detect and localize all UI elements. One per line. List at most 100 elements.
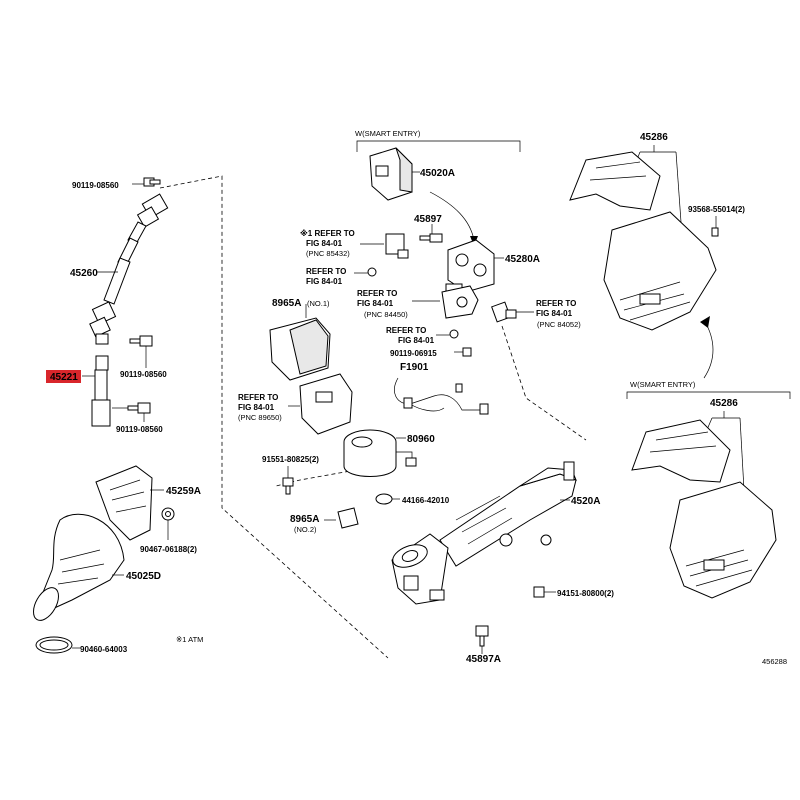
highlight-box-45221 <box>46 370 81 383</box>
label-clip-90467: 90467-06188(2) <box>140 545 197 554</box>
column-4520a-part[interactable] <box>390 461 577 605</box>
bolt-90119-06915-part[interactable] <box>462 347 472 357</box>
arrow-to-bracket <box>429 191 475 241</box>
label-smart-entry-top: W(SMART ENTRY) <box>355 129 421 138</box>
label-bolt-mid: 90119-08560 <box>120 370 167 379</box>
label-oring-44166: 44166-42010 <box>402 496 450 505</box>
ref6-line3: (PNC 89650) <box>238 413 282 422</box>
label-shaft-45221[interactable]: 45221 <box>50 372 78 383</box>
label-diagram-id: 456288 <box>762 657 787 666</box>
ref6-line1: REFER TO <box>238 393 278 402</box>
label-boot-45259a: 45259A <box>166 486 201 497</box>
label-motor-80960: 80960 <box>407 434 435 445</box>
ref3-line1: REFER TO <box>357 289 397 298</box>
ref1-line2: FIG 84-01 <box>306 239 343 248</box>
bolt-94151-part[interactable] <box>533 586 545 598</box>
label-screw-91551: 91551-80825(2) <box>262 455 319 464</box>
label-atm-note: ※1 ATM <box>176 635 203 644</box>
refer-note-84450: REFER TO FIG 84-01 (PNC 84450) <box>357 289 440 319</box>
label-bracket-8965a: 8965A <box>290 514 319 525</box>
label-bolt-low: 90119-08560 <box>116 425 163 434</box>
label-smart-entry-bottom: W(SMART ENTRY) <box>630 380 696 389</box>
screw-93568-part[interactable] <box>711 227 719 237</box>
label-bolt-45897a: 45897A <box>466 654 501 665</box>
label-harness-f1901: F1901 <box>400 362 429 373</box>
label-cover-45286-top: 45286 <box>640 132 668 143</box>
bolt-top-part[interactable] <box>143 177 161 187</box>
module-89650-part[interactable] <box>299 373 353 435</box>
bracket-smart-entry-bottom <box>626 391 791 399</box>
ref1-line1: ※1 REFER TO <box>300 228 355 238</box>
ref4-line2: FIG 84-01 <box>536 309 573 318</box>
label-bracket-8965a-no: (NO.2) <box>294 525 317 534</box>
ref4-line3: (PNC 84052) <box>537 320 581 329</box>
cover-45286-bottom-upper-shell[interactable] <box>631 419 731 483</box>
smart-entry-top-group: W(SMART ENTRY) 45020A <box>355 129 521 246</box>
cover-45286-bottom-lower-shell[interactable] <box>669 481 777 599</box>
seal-45025d-part[interactable] <box>28 513 125 624</box>
clamp-90460-part[interactable] <box>35 636 73 654</box>
label-cover-8965a: 8965A <box>272 298 301 309</box>
harness-f1901-part[interactable] <box>394 377 489 415</box>
label-bolt-90119-06915: 90119-06915 <box>390 349 437 358</box>
clip-90467-part[interactable] <box>161 507 175 521</box>
intermediate-shaft-group: 90119-08560 45260 90119-08560 <box>46 177 169 434</box>
connector-85432-part[interactable] <box>385 233 409 259</box>
ref5-line1: REFER TO <box>386 326 426 335</box>
ref4-line1: REFER TO <box>536 299 576 308</box>
refer-note-84052: REFER TO FIG 84-01 (PNC 84052) <box>516 299 581 329</box>
ecu-45020a-part[interactable] <box>369 147 413 201</box>
arrow-up-to-cover <box>703 319 714 379</box>
label-ecu-45020a: 45020A <box>420 168 455 179</box>
arrow-head-cover <box>700 316 710 328</box>
bracket-smart-entry-top <box>356 140 521 152</box>
motor-80960-part[interactable] <box>343 429 417 477</box>
refer-note-plain-2: REFER TO FIG 84-01 <box>386 326 450 345</box>
boot-45259a-part[interactable] <box>95 465 153 541</box>
cover-45286-upper-shell[interactable] <box>569 151 661 211</box>
bolt-low-part[interactable] <box>127 402 151 414</box>
refer-note-85432: ※1 REFER TO FIG 84-01 (PNC 85432) <box>300 228 384 258</box>
label-cover-8965a-no: (NO.1) <box>307 299 330 308</box>
ref5-line2: FIG 84-01 <box>398 336 435 345</box>
label-screw-93568: 93568-55014(2) <box>688 205 745 214</box>
universal-joint-bottom[interactable] <box>89 301 117 345</box>
bracket-45280a-part[interactable] <box>445 239 495 299</box>
label-bolt-45897: 45897 <box>414 214 442 225</box>
shaft-45260-part[interactable] <box>103 221 147 305</box>
ref3-line3: (PNC 84450) <box>364 310 408 319</box>
ref1-line3: (PNC 85432) <box>306 249 350 258</box>
oring-44166-part[interactable] <box>375 493 393 505</box>
bolt-mid-part[interactable] <box>129 335 153 347</box>
screw-ref2-part[interactable] <box>367 267 377 277</box>
screw-ref5-part[interactable] <box>449 329 459 339</box>
label-bolt-94151: 94151-80800(2) <box>557 589 614 598</box>
sensor-84052-part[interactable] <box>491 301 517 323</box>
label-shaft-45260: 45260 <box>70 268 98 279</box>
screw-91551-part[interactable] <box>282 477 294 495</box>
cover-45286-bottom-group: W(SMART ENTRY) 45286 <box>626 380 791 599</box>
cover-45286-lower-shell[interactable] <box>603 211 717 331</box>
label-cover-45286-bottom: 45286 <box>710 398 738 409</box>
boot-seal-group: 45259A 90467-06188(2) 45025D 90460-64003 <box>28 465 201 654</box>
ref2-line2: FIG 84-01 <box>306 277 343 286</box>
bracket-8965a-no2-part[interactable] <box>337 507 359 529</box>
label-seal-45025d: 45025D <box>126 571 161 582</box>
ref3-line2: FIG 84-01 <box>357 299 394 308</box>
bolt-45897-part[interactable] <box>419 233 443 243</box>
shaft-45221-part[interactable] <box>91 355 111 427</box>
ref2-line1: REFER TO <box>306 267 346 276</box>
label-bracket-45280a: 45280A <box>505 254 540 265</box>
refer-note-plain-1: REFER TO FIG 84-01 <box>306 267 368 286</box>
refer-note-89650: REFER TO FIG 84-01 (PNC 89650) <box>238 393 300 422</box>
cover-45286-top-group: 45286 93568-55014(2) <box>569 132 745 379</box>
bolt-45897a-part[interactable] <box>475 625 489 647</box>
switch-84450-part[interactable] <box>441 285 479 319</box>
label-bolt-top: 90119-08560 <box>72 181 119 190</box>
label-column-4520a: 4520A <box>571 496 600 507</box>
label-clamp-90460: 90460-64003 <box>80 645 128 654</box>
universal-joint-top[interactable] <box>136 193 169 228</box>
ref6-line2: FIG 84-01 <box>238 403 275 412</box>
cover-8965a-no1-part[interactable] <box>269 317 331 381</box>
